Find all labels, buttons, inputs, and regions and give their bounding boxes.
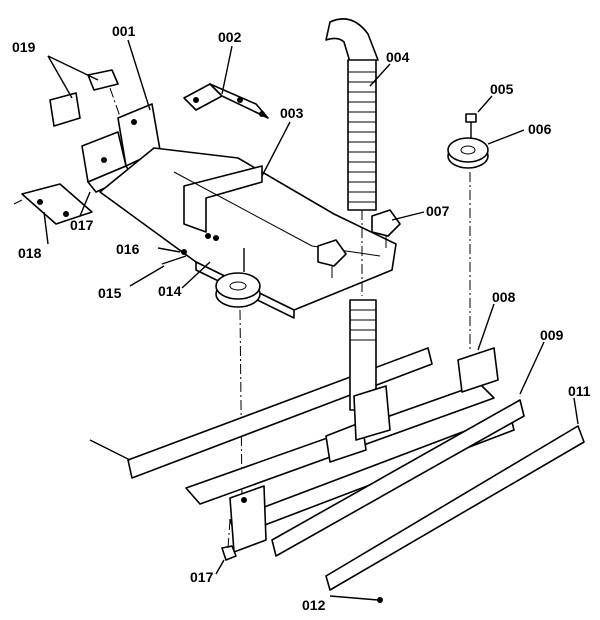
leader-lines [43, 39, 579, 575]
part-015-016-screws [161, 233, 211, 265]
label-016: 016 [116, 241, 140, 257]
label-019: 019 [12, 39, 36, 55]
label-004: 004 [386, 49, 410, 65]
part-002-bracket [183, 83, 269, 119]
part-labels: 019 001 002 003 004 005 006 007 008 009 … [12, 23, 591, 613]
label-018: 018 [18, 245, 42, 261]
label-005: 005 [490, 81, 514, 97]
label-008: 008 [492, 289, 516, 305]
label-017-top: 017 [70, 217, 94, 233]
part-011-blade [325, 425, 585, 591]
label-015: 015 [98, 285, 122, 301]
label-007: 007 [426, 203, 450, 219]
part-left-wheel [215, 248, 261, 499]
part-018-bracket [13, 183, 93, 225]
label-012: 012 [302, 597, 326, 613]
label-003: 003 [280, 105, 304, 121]
label-002: 002 [218, 29, 242, 45]
part-006-wheel [447, 137, 489, 352]
part-007-knobs [317, 209, 401, 278]
label-006: 006 [528, 121, 552, 137]
label-014: 014 [158, 283, 182, 299]
label-011: 011 [568, 383, 591, 399]
part-009-rail-right [271, 399, 525, 557]
part-005-bolt [465, 113, 477, 138]
label-009: 009 [540, 327, 564, 343]
label-001: 001 [112, 23, 136, 39]
label-017-bottom: 017 [190, 569, 214, 585]
part-017-nut [221, 519, 237, 561]
part-012-screw [329, 595, 383, 603]
